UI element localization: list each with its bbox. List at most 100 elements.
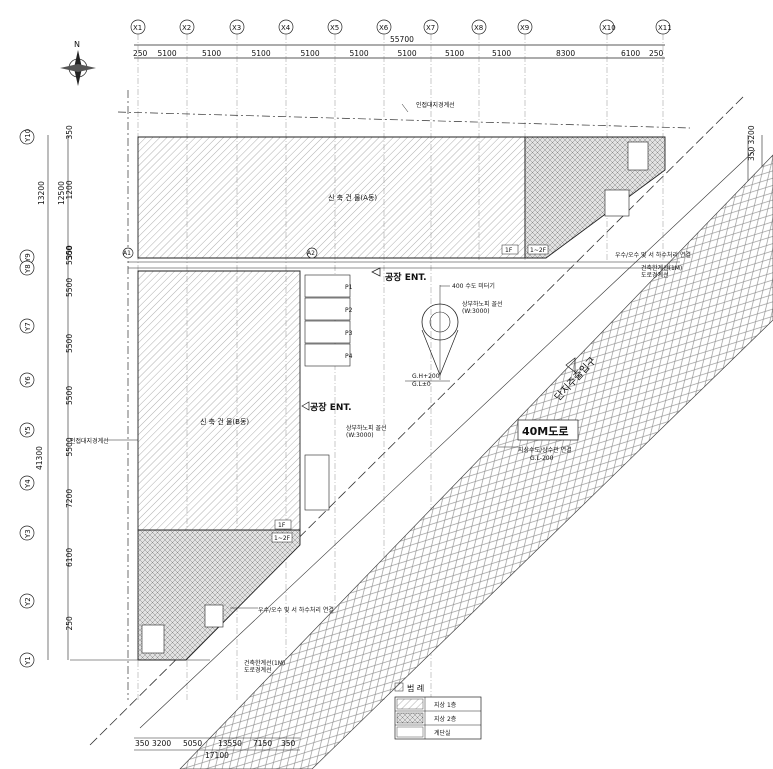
left-dim-value: 6100 <box>65 548 74 567</box>
top-dim-value: 250 <box>649 49 664 58</box>
grid-y-label: Y2 <box>24 597 32 607</box>
left-total-dim: 41300 <box>35 446 44 470</box>
grid-y-bubble <box>19 129 35 145</box>
top-dim-value: 5100 <box>158 49 177 58</box>
building-b-floor-2f: 1~2F <box>274 535 291 542</box>
boundary-top-label: 인접대지경계선 <box>416 101 455 109</box>
road-note-1: 지상수도/상수관 연결 <box>518 446 572 454</box>
building-b-1f <box>137 270 301 531</box>
parking-area: P1P2P3P4P5 <box>304 274 353 469</box>
building-b-floor-1f: 1F <box>278 522 286 529</box>
stair-a-icon <box>627 141 649 171</box>
column-a2-marker <box>306 247 318 259</box>
bottom-dim-value: 350 <box>135 739 150 748</box>
grid-x-label: X4 <box>281 24 291 32</box>
left-dim-value: 5500 <box>65 334 74 353</box>
legend-item-2f: 지상 2층 <box>434 715 457 723</box>
left-dim-value: 350 <box>65 245 74 260</box>
grid-y-bubble <box>19 260 35 276</box>
top-dim-value: 5100 <box>398 49 417 58</box>
building-a-label: 신 축 건 물(A동) <box>328 193 377 202</box>
left-dim-value: 350 <box>65 125 74 140</box>
bottom-total-dim: 17100 <box>205 751 229 760</box>
bottom-dim-value: 350 <box>281 739 296 748</box>
building-b-label: 신 축 건 물(B동) <box>200 417 249 426</box>
left-sub-dim-2: 12500 <box>57 181 66 205</box>
top-dim-value: 5100 <box>492 49 511 58</box>
ground-level-label: G.L±0 <box>412 381 431 388</box>
road-note-2: G.L-200 <box>530 455 554 462</box>
stair-b-icon <box>141 624 165 654</box>
left-sub-dim-1: 13200 <box>37 181 46 205</box>
column-a2-label: A2 <box>307 250 315 257</box>
building-a-floor-1f: 1F <box>505 247 513 254</box>
legend-item-stair: 계단실 <box>434 729 451 737</box>
grid-y-bubble <box>19 475 35 491</box>
setback-right-1: 건축한계선(1M) <box>641 264 682 272</box>
parking-slot <box>304 320 351 344</box>
legend-item-1f: 지상 1층 <box>434 701 457 709</box>
top-dim-value: 6100 <box>621 49 640 58</box>
left-dim-value: 7200 <box>65 489 74 508</box>
building-a-floor-2f: 1~2F <box>530 247 547 254</box>
left-dim-value: 5500 <box>65 437 74 456</box>
parking-slot <box>304 274 351 298</box>
top-dim-value: 8300 <box>556 49 575 58</box>
factory-entrance-b: 공장 ENT. <box>310 401 352 413</box>
grid-y-label: Y8 <box>24 264 32 274</box>
grid-y-bubble <box>19 372 35 388</box>
parking-slot-label: P4 <box>345 353 353 360</box>
grid-x-label: X5 <box>330 24 339 32</box>
grid-x-label: X10 <box>602 24 616 32</box>
setback-bottom-1: 건축한계선(1M) <box>244 659 285 667</box>
grid-y-bubble <box>19 593 35 609</box>
boundary-left-label: 인접대지경계선 <box>70 437 109 445</box>
bottom-dim-value: 3200 <box>152 739 171 748</box>
parking-slot-label: P3 <box>345 330 353 337</box>
grid-y-bubble <box>19 652 35 668</box>
parking-slot-label: P2 <box>345 307 353 314</box>
right-dim-value: 350 <box>747 146 756 161</box>
grid-x-label: X9 <box>520 24 529 32</box>
setback-right-2: 도로경계선 <box>641 271 669 279</box>
grid-x-label: X11 <box>658 24 672 32</box>
top-total-dim: 55700 <box>390 35 414 44</box>
pipe-label-1: 상부하노피 꼴선 <box>462 300 503 308</box>
top-dim-value: 5100 <box>350 49 369 58</box>
grid-x-label: X8 <box>474 24 483 32</box>
legend: 범 례 지상 1층 지상 2층 계단실 <box>394 682 482 740</box>
bottom-dim-value: 5050 <box>183 739 202 748</box>
grid-x-label: X3 <box>232 24 241 32</box>
left-dim-value: 5500 <box>65 278 74 297</box>
grid-x-label: X6 <box>379 24 389 32</box>
legend-title: 범 례 <box>407 683 424 693</box>
meter-label: 400 수도 미터기 <box>452 282 495 290</box>
ground-height-label: G.H+200 <box>412 373 440 380</box>
left-dim-value: 250 <box>65 616 74 631</box>
top-dim-value: 5100 <box>301 49 320 58</box>
left-dim-value: 5500 <box>65 386 74 405</box>
building-b-2f <box>137 529 301 661</box>
left-dim-value: 5500 <box>65 246 74 265</box>
parking-slot <box>304 343 351 367</box>
setback-bottom-2: 도로경계선 <box>244 666 272 674</box>
top-dim-value: 5100 <box>445 49 464 58</box>
left-dimensions: 3501200350550055005500550055007200610025… <box>65 125 74 631</box>
sewer-label-right: 우수/오수 및 서 하수처리 연결 <box>615 251 691 259</box>
factory-entrance-a: 공장 ENT. <box>385 271 427 283</box>
grid-y-label: Y7 <box>24 322 32 332</box>
pipe-label-2: 상부하노피 꼴선 <box>346 424 387 432</box>
parking-slot <box>304 297 351 321</box>
pipe-label-1b: (W:3000) <box>462 308 490 315</box>
grid-x-label: X2 <box>182 24 191 32</box>
top-dim-value: 5100 <box>252 49 271 58</box>
parking-p5-box <box>304 454 330 511</box>
pipe-label-2b: (W:3000) <box>346 432 374 439</box>
parking-slot-label: P1 <box>345 284 353 291</box>
north-arrow-icon <box>60 50 96 86</box>
top-dim-value: 5100 <box>202 49 221 58</box>
right-dim-value: 3200 <box>747 125 756 144</box>
sewer-label-bottom: 우수/오수 및 서 하수처리 연결 <box>258 606 334 614</box>
grid-y-bubble <box>19 318 35 334</box>
